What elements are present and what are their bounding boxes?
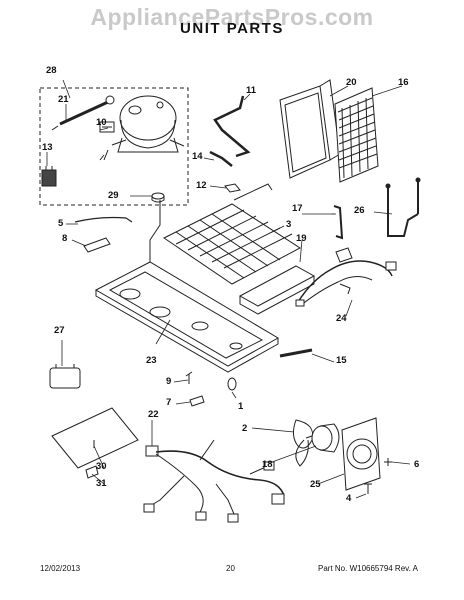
callout-25: 25 <box>310 479 321 490</box>
overload-protector <box>51 95 115 131</box>
callout-8: 8 <box>62 233 68 244</box>
clip-12 <box>224 183 241 193</box>
fan-shroud <box>341 417 381 491</box>
callout-9: 9 <box>166 376 172 387</box>
callout-13: 13 <box>42 142 53 153</box>
callout-29: 29 <box>108 190 119 201</box>
fan-motor <box>311 423 340 453</box>
start-device <box>41 166 57 187</box>
screw-6 <box>384 458 392 466</box>
capacitor <box>49 364 81 389</box>
base-pan <box>94 261 280 373</box>
strain-relief-15 <box>279 348 313 358</box>
evaporator <box>334 87 379 183</box>
callout-11: 11 <box>246 85 257 96</box>
callout-23: 23 <box>146 355 157 366</box>
callout-26: 26 <box>354 205 365 216</box>
bracket-17 <box>333 205 344 240</box>
callout-16: 16 <box>398 77 409 88</box>
relay <box>99 121 115 133</box>
watermark: AppliancePartsPros.com <box>90 4 374 30</box>
footer-page: 20 <box>226 564 235 573</box>
defrost-heater <box>385 177 421 237</box>
page-title: UNIT PARTS <box>180 20 284 37</box>
leader-lines <box>46 79 411 499</box>
main-harness-22 <box>143 439 285 523</box>
callout-3: 3 <box>286 219 292 230</box>
callout-21: 21 <box>58 94 69 105</box>
callout-17: 17 <box>292 203 303 214</box>
callout-18: 18 <box>262 459 273 470</box>
wiring-harness-24 <box>295 247 397 307</box>
callout-6: 6 <box>414 459 420 470</box>
callout-15: 15 <box>336 355 347 366</box>
plug-7 <box>189 395 205 407</box>
callout-10: 10 <box>96 117 107 128</box>
drain-tube-14 <box>209 150 233 167</box>
callout-4: 4 <box>346 493 352 504</box>
compressor-group-box <box>39 87 189 206</box>
drain-tube-11 <box>213 95 251 158</box>
callout-27: 27 <box>54 325 65 336</box>
callout-5: 5 <box>58 218 64 229</box>
callout-30: 30 <box>96 461 107 472</box>
condenser <box>163 183 301 285</box>
screw-9 <box>185 371 193 384</box>
clip-31 <box>85 465 99 479</box>
screw-4 <box>364 483 372 494</box>
callout-22: 22 <box>148 409 159 420</box>
footer-date: 12/02/2013 <box>40 564 81 573</box>
callout-7: 7 <box>166 397 172 408</box>
callout-2: 2 <box>242 423 248 434</box>
callout-12: 12 <box>196 180 207 191</box>
callout-20: 20 <box>346 77 357 88</box>
footer-part-number: Part No. W10665794 Rev. A <box>318 564 418 573</box>
callout-24: 24 <box>336 313 347 324</box>
callout-31: 31 <box>96 478 107 489</box>
insulation-30 <box>51 407 139 469</box>
callout-1: 1 <box>238 401 244 412</box>
callout-14: 14 <box>192 151 203 162</box>
compressor <box>111 95 185 153</box>
duct-cover <box>279 79 341 179</box>
grommet <box>151 192 165 203</box>
callout-28: 28 <box>46 65 57 76</box>
tube-5 <box>74 216 133 223</box>
grommet-1 <box>227 377 237 391</box>
callout-19: 19 <box>296 233 307 244</box>
drain-plug <box>83 237 111 253</box>
